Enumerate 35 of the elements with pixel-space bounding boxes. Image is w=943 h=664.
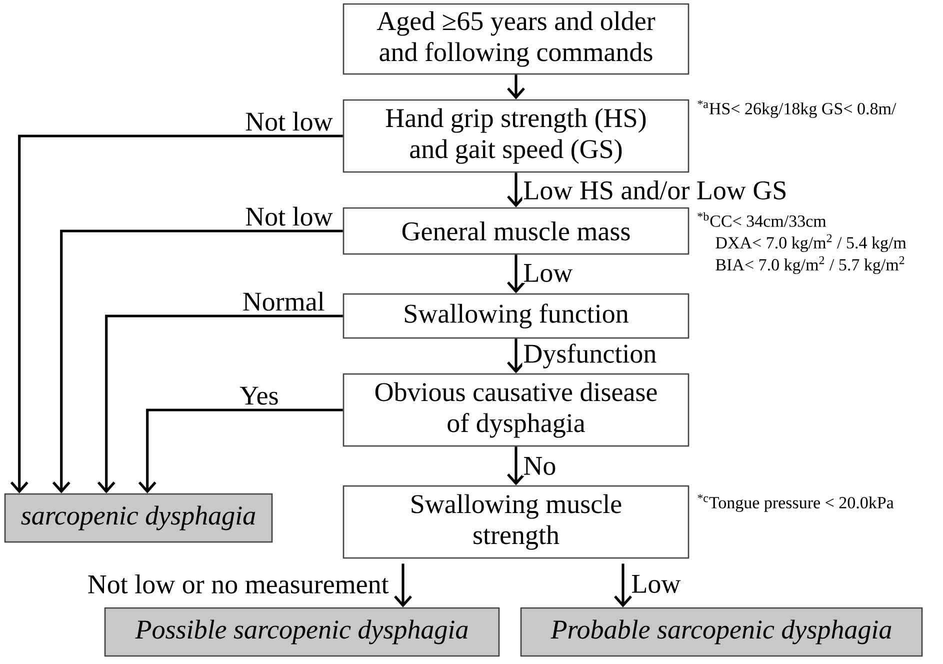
note-text: $^{*b}$CC< 34cm/33cm bbox=[698, 212, 826, 227]
arrow bbox=[394, 564, 412, 608]
outcome-box: Possible sarcopenic dysphagia bbox=[104, 607, 500, 657]
edge-label: No bbox=[522, 456, 558, 476]
arrow bbox=[138, 408, 343, 494]
process-box: General muscle mass bbox=[342, 207, 690, 255]
process-box: Swallowing function bbox=[342, 293, 690, 339]
arrow bbox=[614, 564, 632, 608]
note-text: BIA< 7.0 kg/m$^{2}$ / 5.7 kg/m$^{2}$ bbox=[716, 256, 904, 274]
note-text: $^{*c}$Tongue pressure < 20.0kPa bbox=[698, 494, 894, 512]
edge-label: Low HS and/or Low GS bbox=[522, 180, 788, 200]
edge-label: Not low or no measurement bbox=[86, 574, 390, 594]
edge-label: Dysfunction bbox=[522, 342, 658, 370]
process-box: Aged ≥65 years and older and following commands bbox=[342, 3, 690, 75]
arrow bbox=[507, 172, 525, 208]
process-box: Obvious causative disease of dysphagia bbox=[342, 373, 690, 447]
note-text: $^{*a}$HS< 26kg/18kg GS< 0.8m/ bbox=[698, 100, 896, 118]
edge-label: Not low bbox=[244, 206, 334, 227]
process-box: Swallowing muscle strength bbox=[342, 485, 690, 559]
edge-label: Low bbox=[522, 263, 574, 283]
note-text: DXA< 7.0 kg/m$^{2}$ / 5.4 kg/m bbox=[716, 234, 906, 252]
edge-label: Yes bbox=[238, 386, 280, 406]
arrow bbox=[52, 230, 343, 494]
arrow bbox=[10, 134, 343, 494]
process-box: Hand grip strength (HS) and gait speed (GS) bbox=[342, 99, 690, 173]
arrow bbox=[507, 338, 525, 374]
edge-label: Not low bbox=[244, 110, 334, 132]
outcome-box: Probable sarcopenic dysphagia bbox=[520, 607, 923, 657]
edge-label: Low bbox=[630, 574, 682, 594]
edge-label: Normal bbox=[241, 290, 326, 312]
arrow bbox=[507, 254, 525, 294]
arrow bbox=[97, 314, 343, 494]
arrow bbox=[507, 74, 525, 100]
arrow bbox=[507, 446, 525, 486]
outcome-box: sarcopenic dysphagia bbox=[4, 493, 273, 543]
